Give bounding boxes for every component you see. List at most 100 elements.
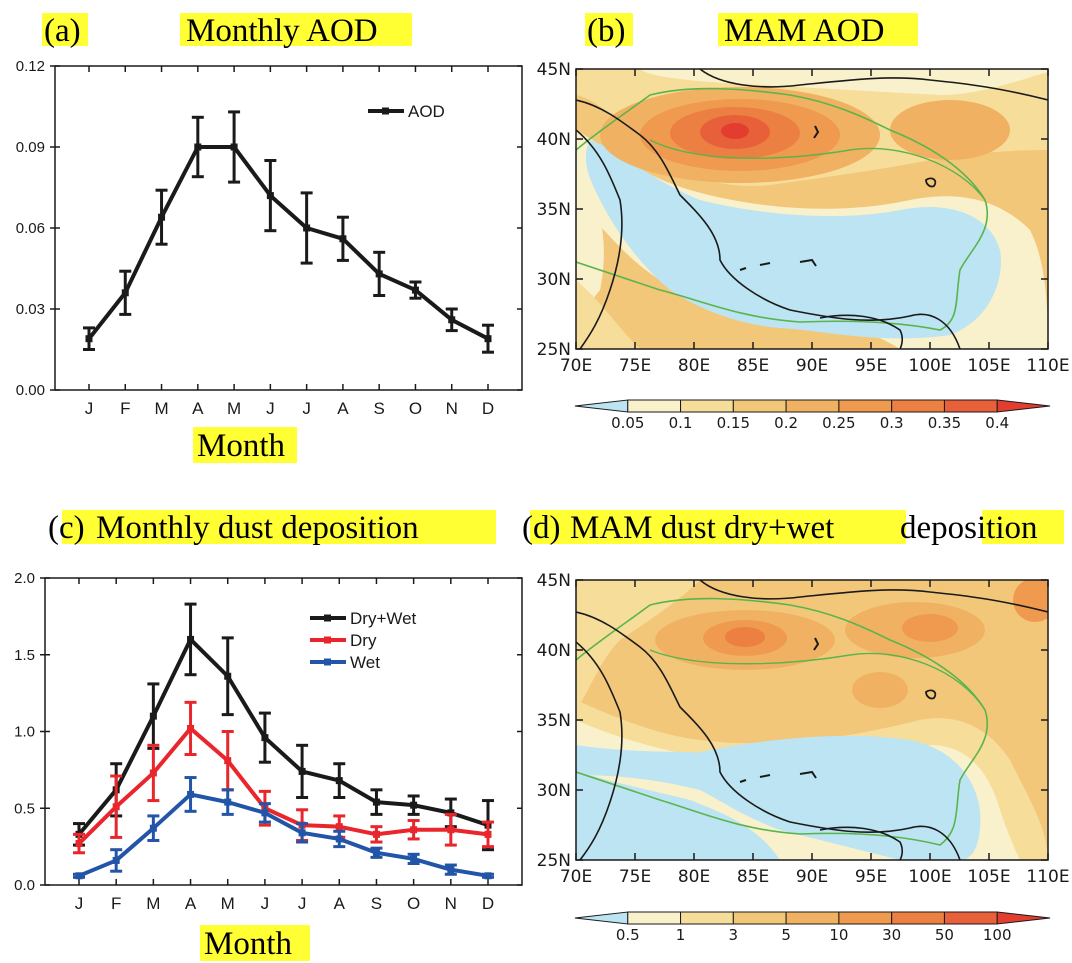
colorbar-label: 50: [935, 926, 954, 944]
x-tick-label: J: [261, 894, 270, 913]
colorbar-label: 0.3: [880, 414, 904, 432]
map-x-tick-label: 100E: [908, 867, 951, 887]
map-b-low-region: [585, 140, 1001, 339]
map-d-border-3: [699, 580, 1048, 613]
legend-label: Dry: [350, 631, 377, 650]
x-tick-label: D: [482, 894, 494, 913]
series-line-dry: [77, 726, 489, 845]
y-tick-label: 0.03: [16, 301, 45, 318]
y-tick-label: 0.12: [16, 58, 45, 75]
map-x-tick-label: 85E: [737, 867, 769, 887]
x-tick-label: A: [337, 399, 349, 418]
map-b-border-2: [576, 129, 623, 349]
map-x-tick-label: 110E: [1026, 867, 1069, 887]
map-x-tick-label: 95E: [855, 867, 887, 887]
map-d-low-west: [576, 770, 780, 860]
title-b: MAM AOD: [724, 13, 884, 49]
data-point: [75, 872, 83, 880]
map-x-tick-label: 70E: [560, 867, 592, 887]
colorbar-segment: [838, 911, 893, 925]
x-tick-label: N: [446, 399, 458, 418]
map-b-basin-contour: [649, 139, 986, 201]
x-tick-label: S: [374, 399, 385, 418]
data-point: [266, 192, 274, 200]
colorbar-label: 30: [882, 926, 901, 944]
data-point: [194, 143, 202, 151]
map-x-tick-label: 90E: [796, 356, 828, 376]
colorbar-label: 0.35: [928, 414, 961, 432]
colorbar-label: 100: [983, 926, 1012, 944]
x-tick-label: F: [120, 399, 130, 418]
xlabel-a-highlight: [193, 427, 297, 463]
map-x-tick-label: 95E: [855, 356, 887, 376]
map-d-plateau-contour: [576, 597, 988, 846]
y-tick-label: 0.09: [16, 139, 45, 156]
legend-marker: [382, 107, 389, 115]
colorbar-label: 0.15: [717, 414, 750, 432]
data-point: [410, 801, 418, 809]
x-tick-label: F: [111, 894, 121, 913]
y-tick-label: 2.0: [14, 570, 35, 587]
colorbar-segment: [891, 399, 945, 413]
series-line-dry-wet: [77, 637, 489, 836]
colorbar-label: 0.5: [616, 926, 640, 944]
map-b-contour-east: [890, 100, 1010, 160]
x-tick-label: A: [192, 399, 204, 418]
data-point: [298, 829, 306, 837]
map-b-lakes-south: [739, 258, 817, 271]
data-point: [298, 767, 306, 775]
data-point: [121, 289, 129, 297]
colorbar-segment: [574, 399, 629, 413]
legend-marker: [324, 636, 331, 644]
x-tick-label: A: [334, 894, 346, 913]
data-point: [303, 224, 311, 232]
map-x-tick-label: 105E: [967, 356, 1010, 376]
y-tick-label: 0.06: [16, 220, 45, 237]
map-d-lake-1: [813, 637, 820, 651]
map-b-contour-max: [721, 123, 749, 139]
data-point: [372, 798, 380, 806]
map-b-border-3: [699, 69, 1048, 101]
colorbar-segment: [680, 399, 734, 413]
map-y-tick-label: 35N: [537, 200, 571, 220]
map-d-contour-east-2: [902, 614, 958, 642]
x-tick-label: O: [407, 894, 420, 913]
x-tick-label: A: [185, 894, 197, 913]
data-point: [484, 830, 492, 838]
colorbar-label: 0.1: [669, 414, 693, 432]
xlabel-c: Month: [204, 926, 293, 962]
data-point: [484, 335, 492, 343]
map-x-tick-label: 80E: [678, 867, 710, 887]
map-x-tick-label: 75E: [619, 356, 651, 376]
colorbar-segment: [891, 911, 945, 925]
title-d-highlight: [530, 510, 906, 544]
x-tick-label: N: [445, 894, 457, 913]
colorbar-label: 0.4: [985, 414, 1009, 432]
colorbar-segment: [574, 911, 629, 925]
data-point: [112, 856, 120, 864]
x-tick-label: J: [298, 894, 307, 913]
legend-marker: [324, 658, 331, 666]
map-b-border-4: [819, 314, 903, 349]
colorbar-segment: [996, 911, 1051, 925]
map-d-contour-max: [725, 627, 765, 647]
series-line-wet: [78, 792, 489, 878]
data-point: [187, 635, 195, 643]
map-x-tick-label: 80E: [678, 356, 710, 376]
xlabel-c-highlight: [200, 925, 310, 961]
data-point: [149, 712, 157, 720]
colorbar-segment: [785, 399, 840, 413]
map-d-contour-corner: [1013, 580, 1048, 622]
colorbar-segment: [680, 911, 734, 925]
x-tick-label: M: [146, 894, 160, 913]
data-point: [335, 835, 343, 843]
colorbar-label: 1: [676, 926, 686, 944]
map-x-tick-label: 100E: [908, 356, 951, 376]
colorbar-label: 0.2: [774, 414, 798, 432]
colorbar-segment: [943, 911, 998, 925]
colorbar-label: 3: [729, 926, 739, 944]
data-point: [410, 826, 418, 834]
map-d-basin-contour: [649, 649, 986, 711]
